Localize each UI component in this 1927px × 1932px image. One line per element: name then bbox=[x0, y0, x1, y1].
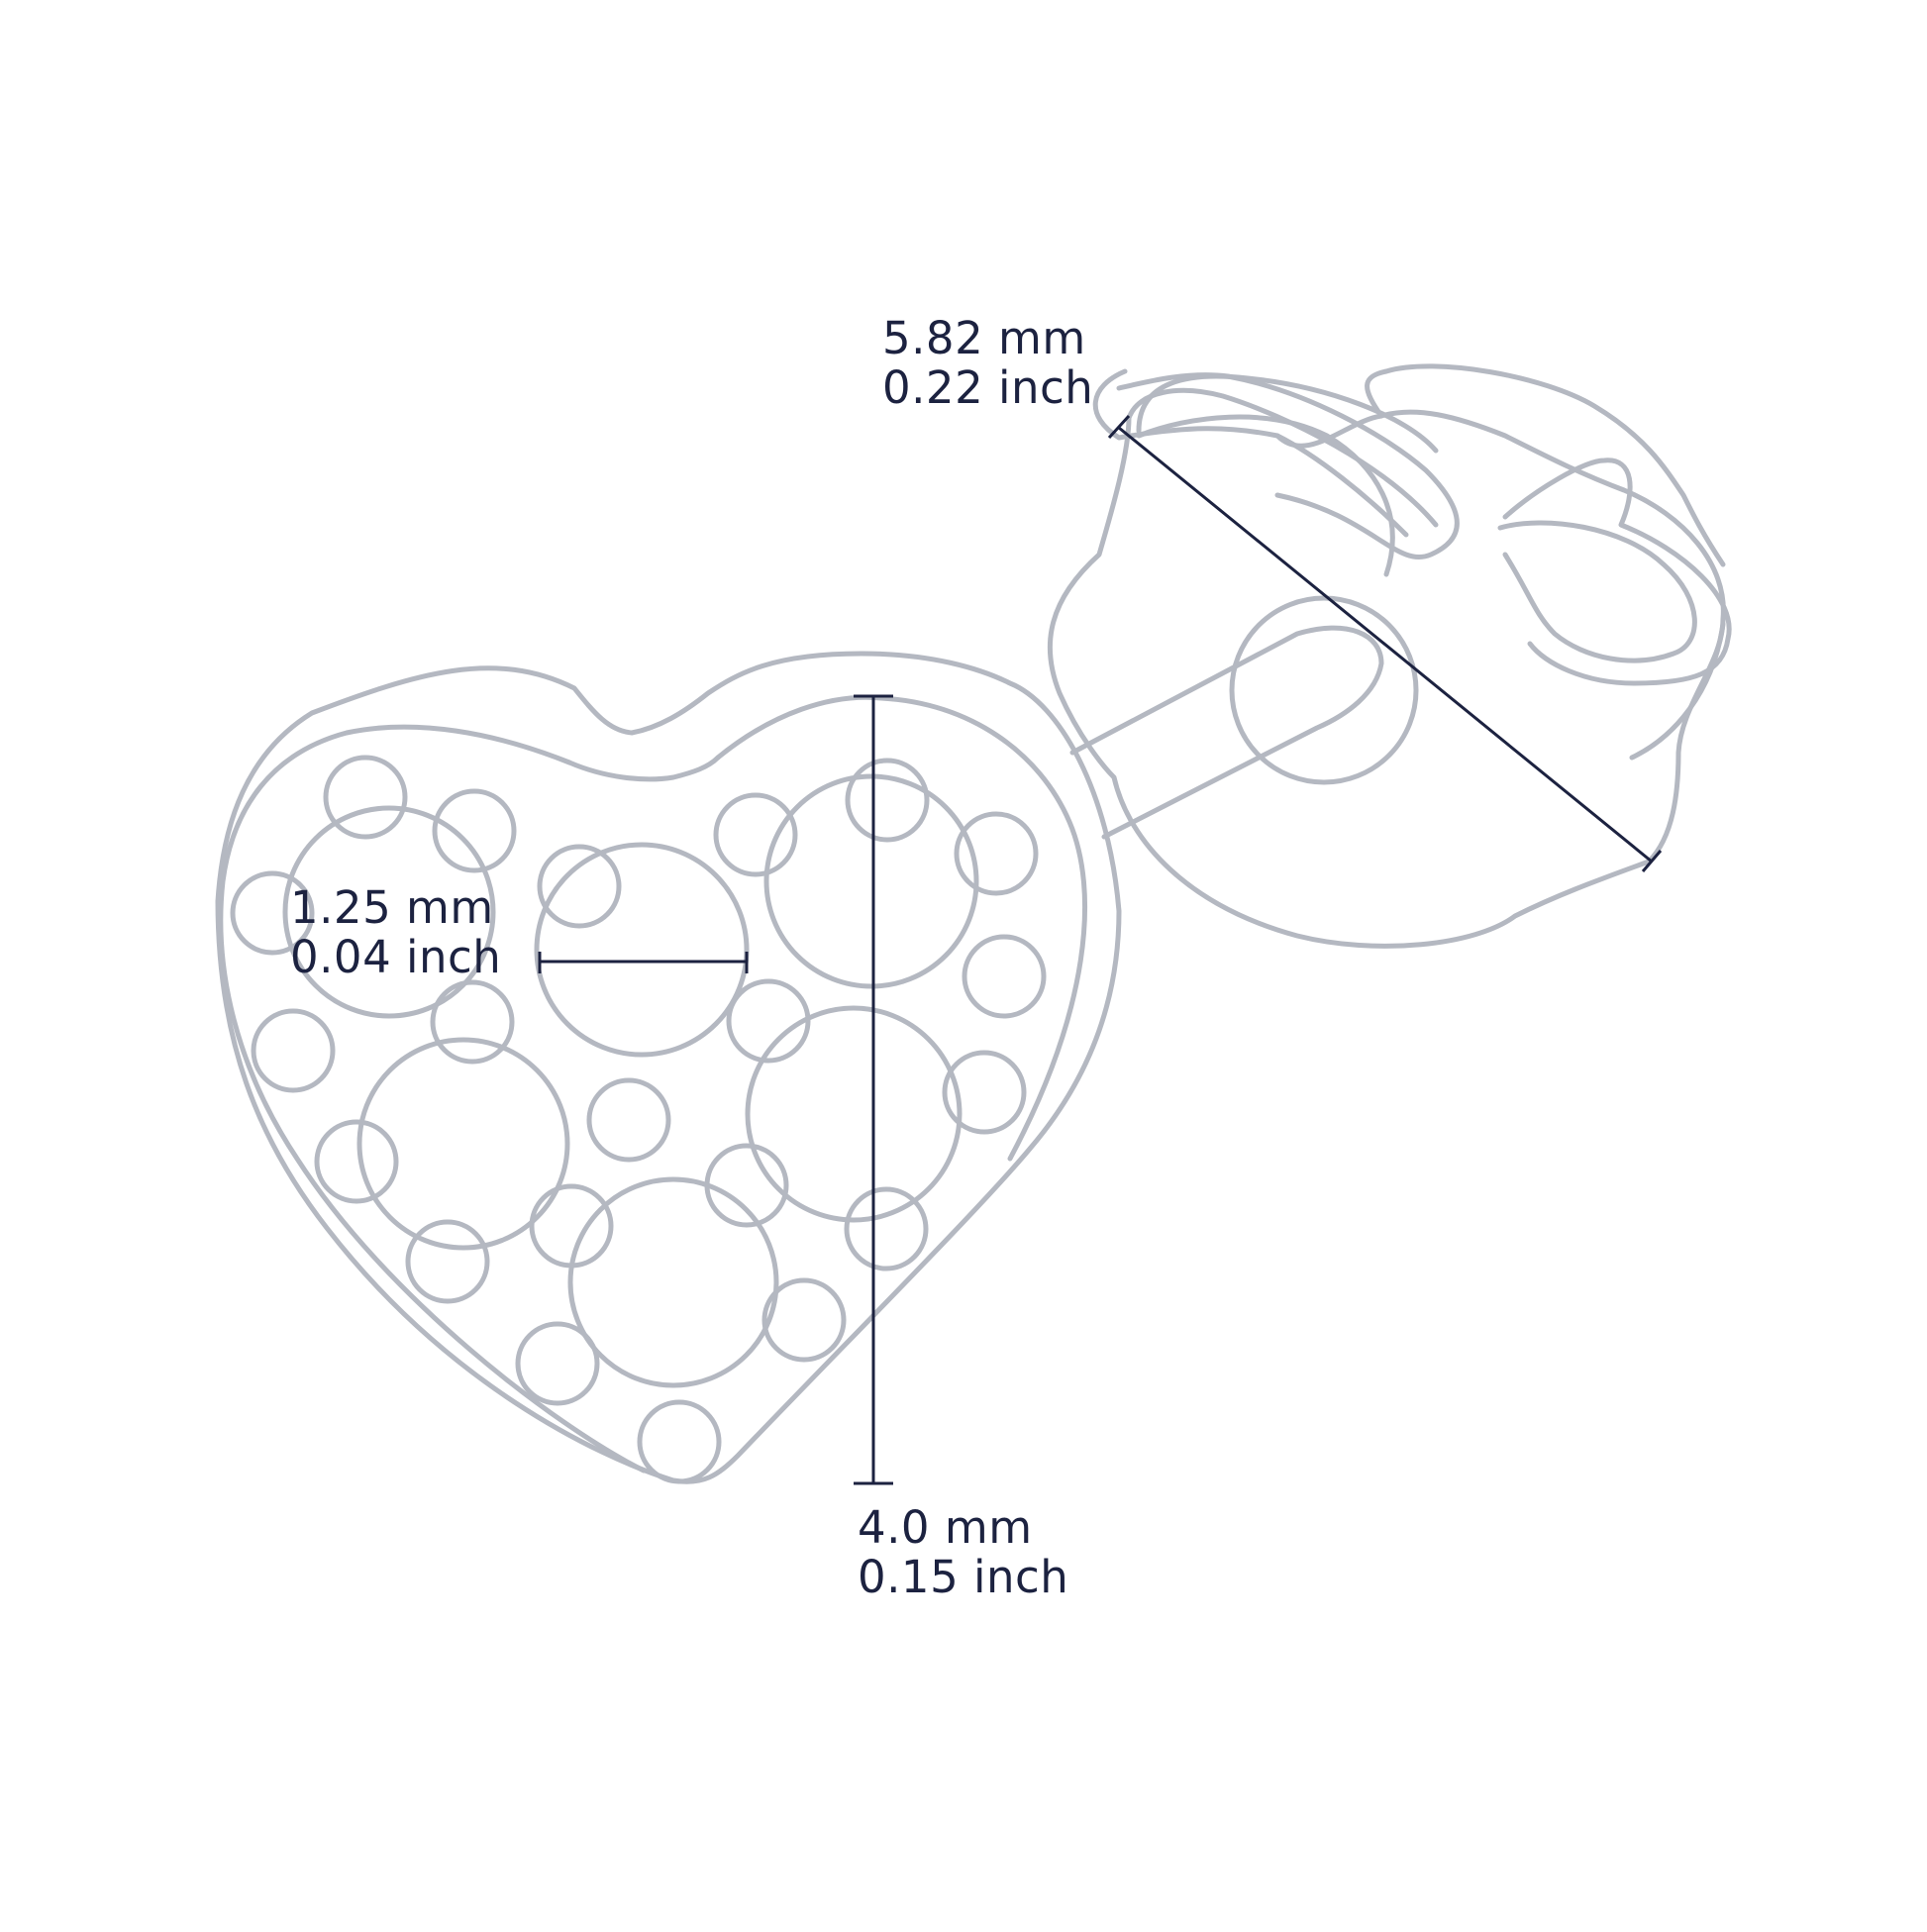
diagonal-inch-text: 0.22 inch bbox=[882, 361, 1094, 414]
stone bbox=[845, 758, 930, 843]
height-dimension-line bbox=[854, 694, 893, 1485]
stone bbox=[954, 811, 1039, 896]
diagonal-mm-text: 5.82 mm bbox=[882, 312, 1086, 364]
height-dimension-label: 4.0 mm 0.15 inch bbox=[858, 1503, 1068, 1602]
butterfly-front bbox=[1047, 409, 1726, 949]
butterfly-front-curl bbox=[1365, 363, 1726, 567]
stone bbox=[515, 1321, 600, 1406]
stone-mm-text: 1.25 mm bbox=[290, 881, 494, 934]
stone-dimension-line bbox=[538, 952, 749, 973]
stone bbox=[314, 1119, 399, 1204]
stone bbox=[726, 978, 811, 1064]
diagonal-dimension-label: 5.82 mm 0.22 inch bbox=[882, 314, 1093, 413]
stone bbox=[942, 1050, 1027, 1135]
butterfly-front-top bbox=[1126, 387, 1439, 528]
stone bbox=[713, 792, 798, 877]
butterfly-right-wing bbox=[1502, 458, 1732, 686]
heart-inner-rim bbox=[218, 694, 1088, 1474]
stone bbox=[251, 1008, 336, 1093]
butterfly-front-rim bbox=[1136, 373, 1439, 454]
stone bbox=[637, 1399, 722, 1484]
stone-inch-text: 0.04 inch bbox=[290, 931, 502, 983]
stone bbox=[704, 1143, 789, 1228]
butterfly-back-inner bbox=[1136, 414, 1395, 577]
heart-outer bbox=[215, 651, 1122, 1484]
stone bbox=[432, 788, 517, 873]
bezel-large-5 bbox=[745, 1005, 963, 1223]
butterfly-back-outer bbox=[1116, 372, 1460, 559]
stone-dimension-label: 1.25 mm 0.04 inch bbox=[290, 883, 501, 982]
earring-post-top bbox=[1069, 625, 1384, 840]
dimension-lines bbox=[538, 414, 1663, 1485]
butterfly-lower-wing bbox=[1629, 621, 1726, 761]
stone bbox=[405, 1219, 490, 1304]
stone bbox=[761, 1277, 847, 1363]
butterfly-right-wing-inner bbox=[1497, 520, 1697, 663]
stone bbox=[323, 755, 408, 840]
bezel-large-4 bbox=[356, 1037, 570, 1251]
stone bbox=[586, 1077, 671, 1163]
stone bbox=[230, 870, 315, 956]
stone bbox=[962, 934, 1047, 1019]
heart-inner-rim-top bbox=[566, 755, 721, 782]
earring-outline bbox=[215, 363, 1732, 1484]
bezel-large-2 bbox=[534, 842, 750, 1058]
stone bbox=[844, 1186, 929, 1271]
bezel-large-3 bbox=[763, 773, 979, 989]
diagonal-dimension-line bbox=[1107, 414, 1663, 872]
stone bbox=[529, 1183, 614, 1269]
stone bbox=[537, 844, 622, 929]
height-inch-text: 0.15 inch bbox=[858, 1551, 1069, 1603]
back-disc bbox=[1229, 595, 1419, 785]
height-mm-text: 4.0 mm bbox=[858, 1501, 1033, 1554]
butterfly-back-wing bbox=[1092, 368, 1409, 538]
bezel-large-6 bbox=[567, 1176, 779, 1388]
bezel-large-1 bbox=[282, 805, 496, 1019]
stone bbox=[430, 979, 515, 1065]
